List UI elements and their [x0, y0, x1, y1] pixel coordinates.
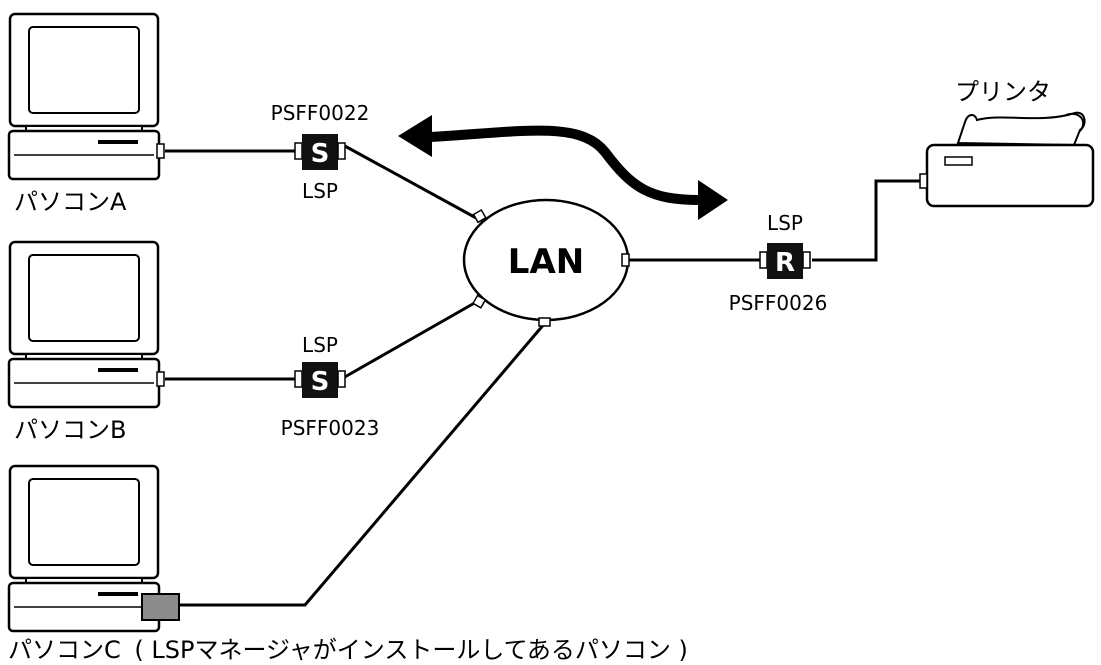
- lsp-sender-2-top-label: LSP: [302, 333, 338, 357]
- arrowhead-left: [398, 115, 432, 157]
- lsp-sender-1: S: [295, 134, 345, 170]
- computer-c: [9, 466, 179, 631]
- port: [539, 318, 550, 326]
- lsp-sender-1-top-label: PSFF0022: [271, 101, 370, 125]
- lsp-receiver-bottom-label: PSFF0026: [729, 291, 828, 315]
- lsp-sender-2: S: [295, 362, 345, 398]
- computer-c-name: パソコンC: [8, 636, 121, 664]
- lsp-manager-adapter: [142, 594, 179, 620]
- cable-r1-printer: [812, 181, 922, 260]
- lsp-receiver-top-label: LSP: [767, 211, 803, 235]
- computer-c-note: ( LSPマネージャがインストールしてあるパソコン ): [134, 636, 687, 664]
- computer-b: [9, 242, 164, 407]
- lsp-sender-1-bottom-label: LSP: [302, 179, 338, 203]
- lan-label: LAN: [508, 242, 584, 282]
- device-letter: R: [775, 248, 795, 278]
- port: [622, 254, 629, 266]
- arrowhead-right: [698, 180, 728, 220]
- device-letter: S: [311, 139, 330, 169]
- computer-a-label: パソコンA: [14, 188, 127, 216]
- computer-a: [9, 14, 164, 179]
- lsp-receiver: R: [760, 243, 810, 279]
- port: [920, 174, 927, 188]
- port: [157, 144, 164, 158]
- cable-s2-lan: [343, 301, 478, 378]
- printer-body: [927, 145, 1093, 206]
- cable-s1-lan: [343, 145, 478, 219]
- printer-paper: [958, 113, 1085, 145]
- printer-label: プリンタ: [955, 78, 1051, 106]
- lan-hub: LAN: [464, 200, 629, 326]
- printer: [920, 113, 1093, 206]
- lsp-sender-2-bottom-label: PSFF0023: [281, 416, 380, 440]
- computer-b-label: パソコンB: [14, 416, 126, 444]
- device-letter: S: [311, 367, 330, 397]
- printer-slot: [945, 157, 972, 165]
- port: [157, 372, 164, 386]
- computer-c-label: パソコンC ( LSPマネージャがインストールしてあるパソコン ): [8, 636, 688, 664]
